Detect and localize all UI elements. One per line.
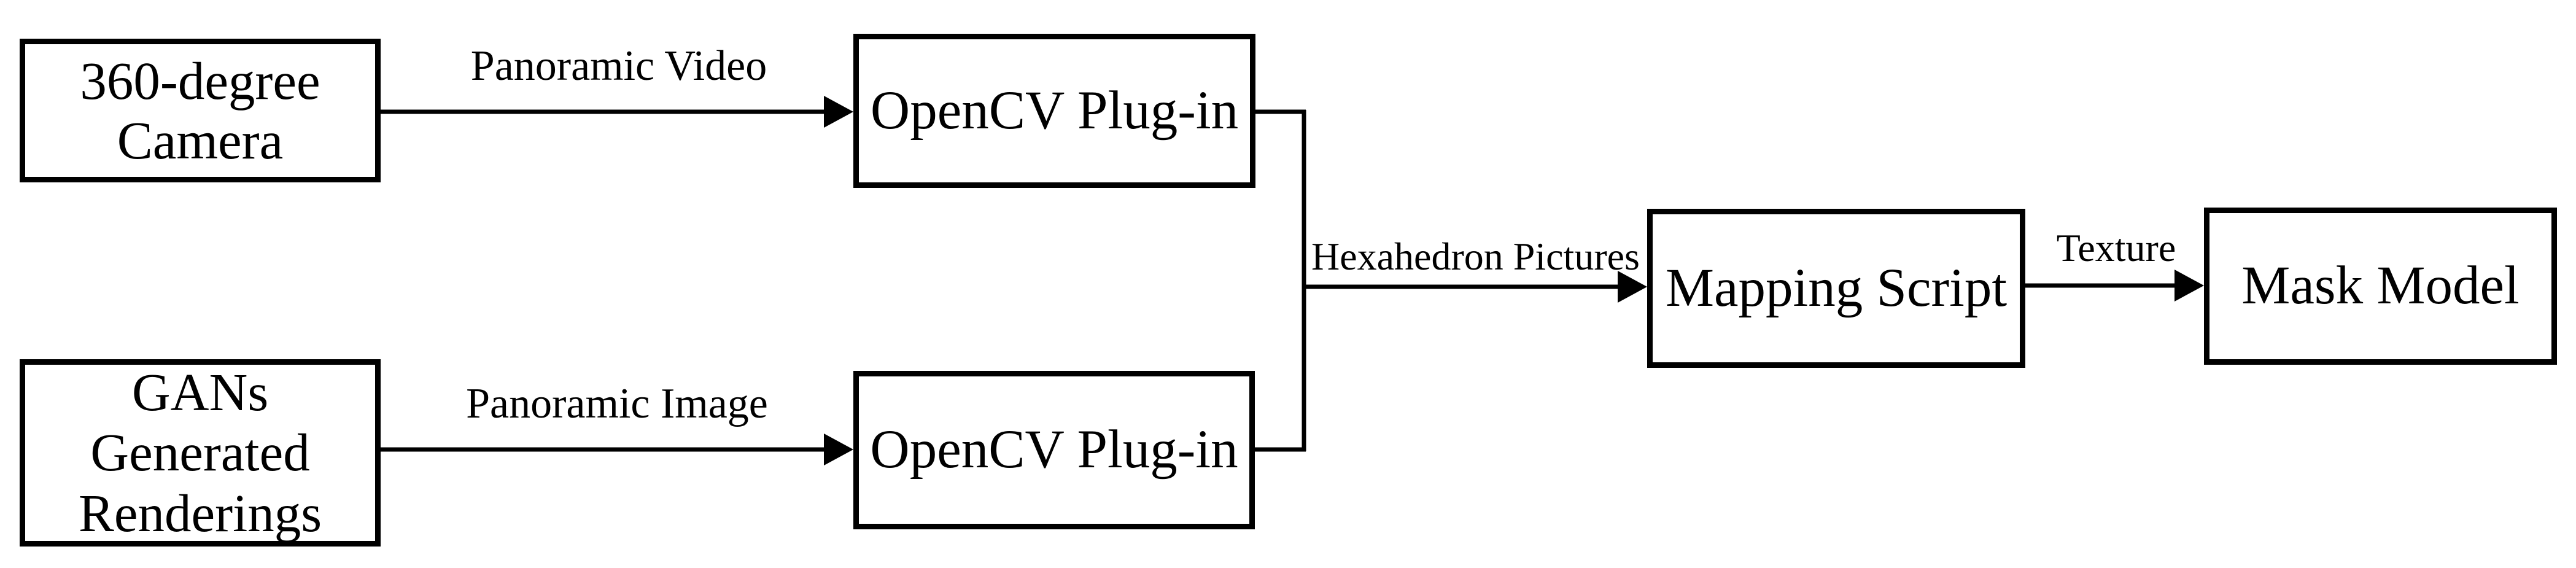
panoramic-video-edge-label: Panoramic Video	[470, 42, 767, 90]
gans-node-label-line2: Generated	[90, 422, 310, 483]
opencv-plugin-bottom-node: OpenCV Plug-in	[853, 371, 1255, 529]
camera-node-label-line1: 360-degree	[80, 50, 320, 111]
arrowhead-camera-to-opencv-icon	[824, 96, 853, 128]
arrowhead-gans-to-opencv-icon	[824, 434, 853, 465]
panoramic-image-edge-label: Panoramic Image	[466, 380, 768, 427]
camera-node: 360-degree Camera	[20, 39, 381, 182]
gans-node-label-line1: GANs	[131, 362, 269, 422]
opencv-plugin-top-label: OpenCV Plug-in	[870, 80, 1239, 141]
gans-node: GANs Generated Renderings	[20, 359, 381, 547]
arrowhead-junction-to-mapping-icon	[1618, 271, 1647, 303]
texture-edge-label: Texture	[2056, 226, 2176, 270]
opencv-plugin-top-node: OpenCV Plug-in	[853, 34, 1255, 188]
gans-node-label-line3: Renderings	[78, 483, 322, 543]
hexahedron-pictures-edge-label: Hexahedron Pictures	[1311, 235, 1640, 278]
mapping-script-label: Mapping Script	[1665, 257, 2008, 318]
mask-model-label: Mask Model	[2241, 255, 2520, 316]
mask-model-node: Mask Model	[2204, 208, 2557, 365]
mapping-script-node: Mapping Script	[1647, 209, 2025, 368]
camera-node-label-line2: Camera	[117, 111, 284, 170]
opencv-plugin-bottom-label: OpenCV Plug-in	[870, 419, 1238, 480]
arrowhead-mapping-to-mask-icon	[2174, 270, 2204, 302]
